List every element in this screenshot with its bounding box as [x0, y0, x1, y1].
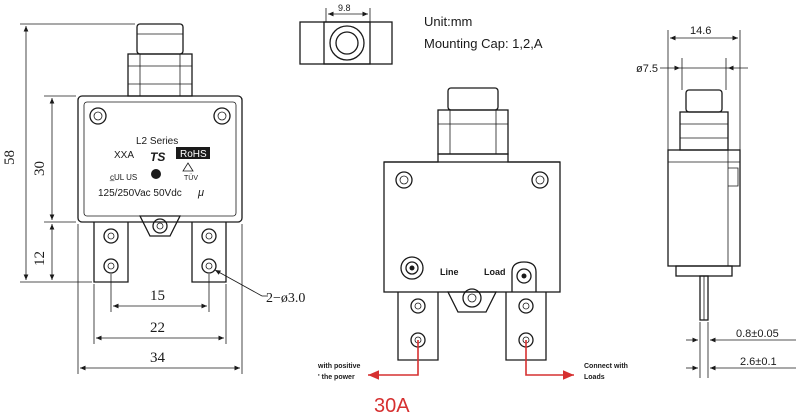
- back-body: [383, 161, 561, 293]
- model-label: XXA: [114, 150, 134, 161]
- amp-rating-label: 30A: [374, 395, 410, 417]
- note-loads-1: Connect with: [584, 363, 628, 370]
- dim-22: 22: [150, 320, 165, 336]
- side-button-cap: [685, 89, 723, 113]
- hole-dim: 2−ø3.0: [266, 291, 305, 306]
- side-body: [667, 149, 741, 267]
- terminal-left: [93, 222, 129, 283]
- breaker-body: [77, 95, 243, 223]
- dim-9-8: 9.8: [338, 3, 351, 13]
- line-screw: [400, 256, 424, 280]
- dim-15: 15: [150, 288, 165, 304]
- tuv-label: TÜV: [184, 174, 198, 182]
- svg-text:RoHS: RoHS: [180, 149, 207, 160]
- dim-14-6: 14.6: [690, 25, 711, 37]
- dim-34: 34: [150, 350, 166, 366]
- cert-dot-icon: [151, 169, 161, 179]
- note-loads-2: Loads: [584, 374, 605, 381]
- back-view: Line Load with positive ' the power Conn…: [317, 87, 628, 381]
- rating-text: 125/250Vac 50Vdc: [98, 188, 182, 199]
- note-positive-1: with positive: [317, 363, 361, 370]
- ul-mark: c̲UL US: [109, 173, 137, 182]
- button-cap: [136, 23, 184, 55]
- front-view: L2 Series XXA TS RoHS TÜV c̲UL US 125/25…: [2, 23, 305, 374]
- side-view: 14.6 ø7.5 0.8±0.05 2.6±0.1: [636, 25, 796, 378]
- dim-30: 30: [32, 161, 48, 176]
- rohs-badge: [176, 147, 210, 159]
- loads-arrow: [525, 340, 574, 380]
- back-button-cap: [447, 87, 499, 111]
- dim-0-8: 0.8±0.05: [736, 328, 779, 340]
- load-bracket: [511, 261, 537, 292]
- tuv-triangle-icon: [182, 162, 194, 172]
- ts-logo: TS: [150, 150, 165, 164]
- unit-label: Unit:mm: [424, 14, 472, 29]
- threaded-bushing: [127, 53, 193, 97]
- note-positive-2: ' the power: [318, 374, 355, 381]
- mounting-cap-label: Mounting Cap: 1,2,A: [424, 36, 543, 51]
- svg-text:μ: μ: [197, 187, 204, 199]
- mounting-hole-icon: [395, 171, 549, 189]
- power-arrow: [368, 340, 419, 380]
- dim-2-6: 2.6±0.1: [740, 356, 777, 368]
- center-nut: [138, 215, 182, 237]
- line-label: Line: [440, 267, 459, 277]
- top-view: 9.8 Unit:mm Mounting Cap: 1,2,A: [299, 3, 543, 65]
- back-center-nut: [446, 291, 498, 313]
- top-plate: [299, 21, 393, 65]
- series-label: L2 Series: [136, 136, 178, 147]
- dim-12: 12: [32, 251, 48, 266]
- dim-58: 58: [2, 150, 18, 165]
- load-label: Load: [484, 267, 506, 277]
- mounting-hole-icon: [89, 107, 231, 125]
- dim-dia-7-5: ø7.5: [636, 63, 658, 75]
